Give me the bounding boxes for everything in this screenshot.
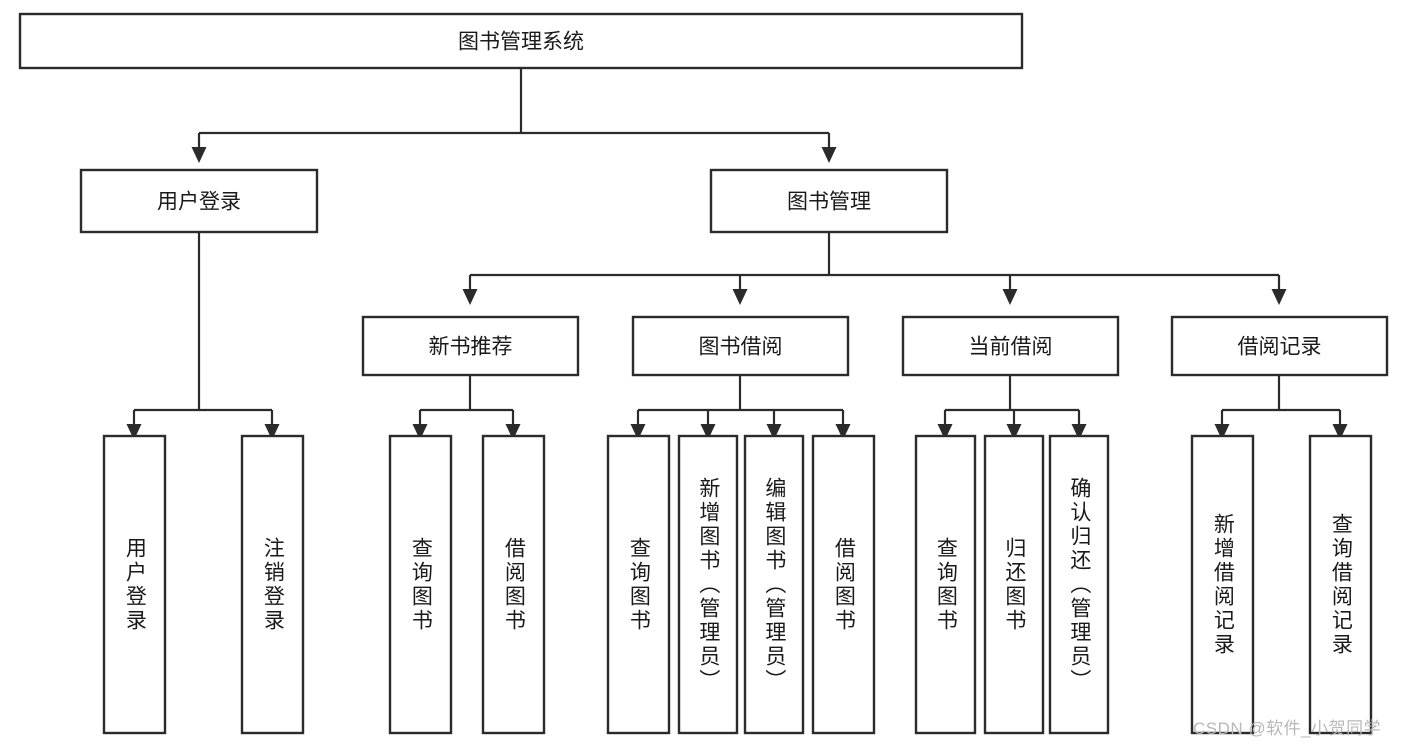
connector-root-to-level2 <box>197 68 831 160</box>
node-box-leaf-return-book <box>983 434 1045 735</box>
node-box-leaf-confirm-return-admin <box>1048 434 1110 735</box>
connector-arrow-icon <box>766 424 782 440</box>
node-box-leaf-user-login <box>102 434 167 735</box>
connector-layer <box>126 68 1348 440</box>
connector-arrow-icon <box>821 147 837 163</box>
connector-arrow-icon <box>937 424 953 440</box>
node-box-leaf-add-borrow-record <box>1190 434 1255 735</box>
node-box-borrow-record <box>1170 315 1389 377</box>
connector-arrow-icon <box>1271 289 1287 305</box>
node-label-book-management: 图书管理 <box>787 191 871 214</box>
connector-book-management-to-level3 <box>468 232 1281 302</box>
connector-borrow-record-to-leaves <box>1220 375 1342 437</box>
connector-new-book-to-leaves <box>418 375 515 437</box>
connector-book-borrow-to-leaves <box>636 375 845 437</box>
connector-arrow-icon <box>1006 424 1022 440</box>
node-box-book-borrow <box>631 315 850 377</box>
node-label-root: 图书管理系统 <box>458 31 584 54</box>
connector-arrow-icon <box>505 424 521 440</box>
node-box-layer <box>18 12 1389 735</box>
connector-user-login-to-leaves <box>132 232 274 437</box>
connector-arrow-icon <box>835 424 851 440</box>
node-box-leaf-query-book-2 <box>606 434 671 735</box>
connector-arrow-icon <box>412 424 428 440</box>
csdn-watermark: CSDN @软件_小贺同学 <box>1193 719 1382 738</box>
node-box-leaf-edit-book-admin <box>743 434 805 735</box>
connector-arrow-icon <box>191 147 207 163</box>
connector-arrow-icon <box>1332 424 1348 440</box>
connector-arrow-icon <box>126 424 142 440</box>
connector-arrow-icon <box>732 289 748 305</box>
node-box-leaf-query-borrow-record <box>1308 434 1373 735</box>
connector-arrow-icon <box>264 424 280 440</box>
node-label-user-login: 用户登录 <box>157 191 241 214</box>
node-box-root <box>18 12 1024 70</box>
node-box-leaf-add-book-admin <box>677 434 739 735</box>
node-box-current-borrow <box>901 315 1120 377</box>
node-label-borrow-record: 借阅记录 <box>1238 336 1322 359</box>
connector-arrow-icon <box>1071 424 1087 440</box>
node-box-user-login <box>79 168 319 234</box>
node-box-leaf-borrow-book-1 <box>481 434 546 735</box>
node-box-leaf-borrow-book-2 <box>811 434 876 735</box>
connector-arrow-icon <box>1002 289 1018 305</box>
node-label-new-book-recommend: 新书推荐 <box>429 336 513 359</box>
connector-arrow-icon <box>462 289 478 305</box>
connector-arrow-icon <box>630 424 646 440</box>
connector-arrow-icon <box>700 424 716 440</box>
node-label-book-borrow: 图书借阅 <box>699 336 783 359</box>
node-box-leaf-query-book-3 <box>914 434 977 735</box>
node-box-leaf-query-book-1 <box>388 434 453 735</box>
node-label-current-borrow: 当前借阅 <box>969 336 1053 359</box>
node-box-new-book-recommend <box>361 315 580 377</box>
node-box-book-management <box>709 168 949 234</box>
node-box-leaf-logout <box>240 434 305 735</box>
connector-arrow-icon <box>1214 424 1230 440</box>
